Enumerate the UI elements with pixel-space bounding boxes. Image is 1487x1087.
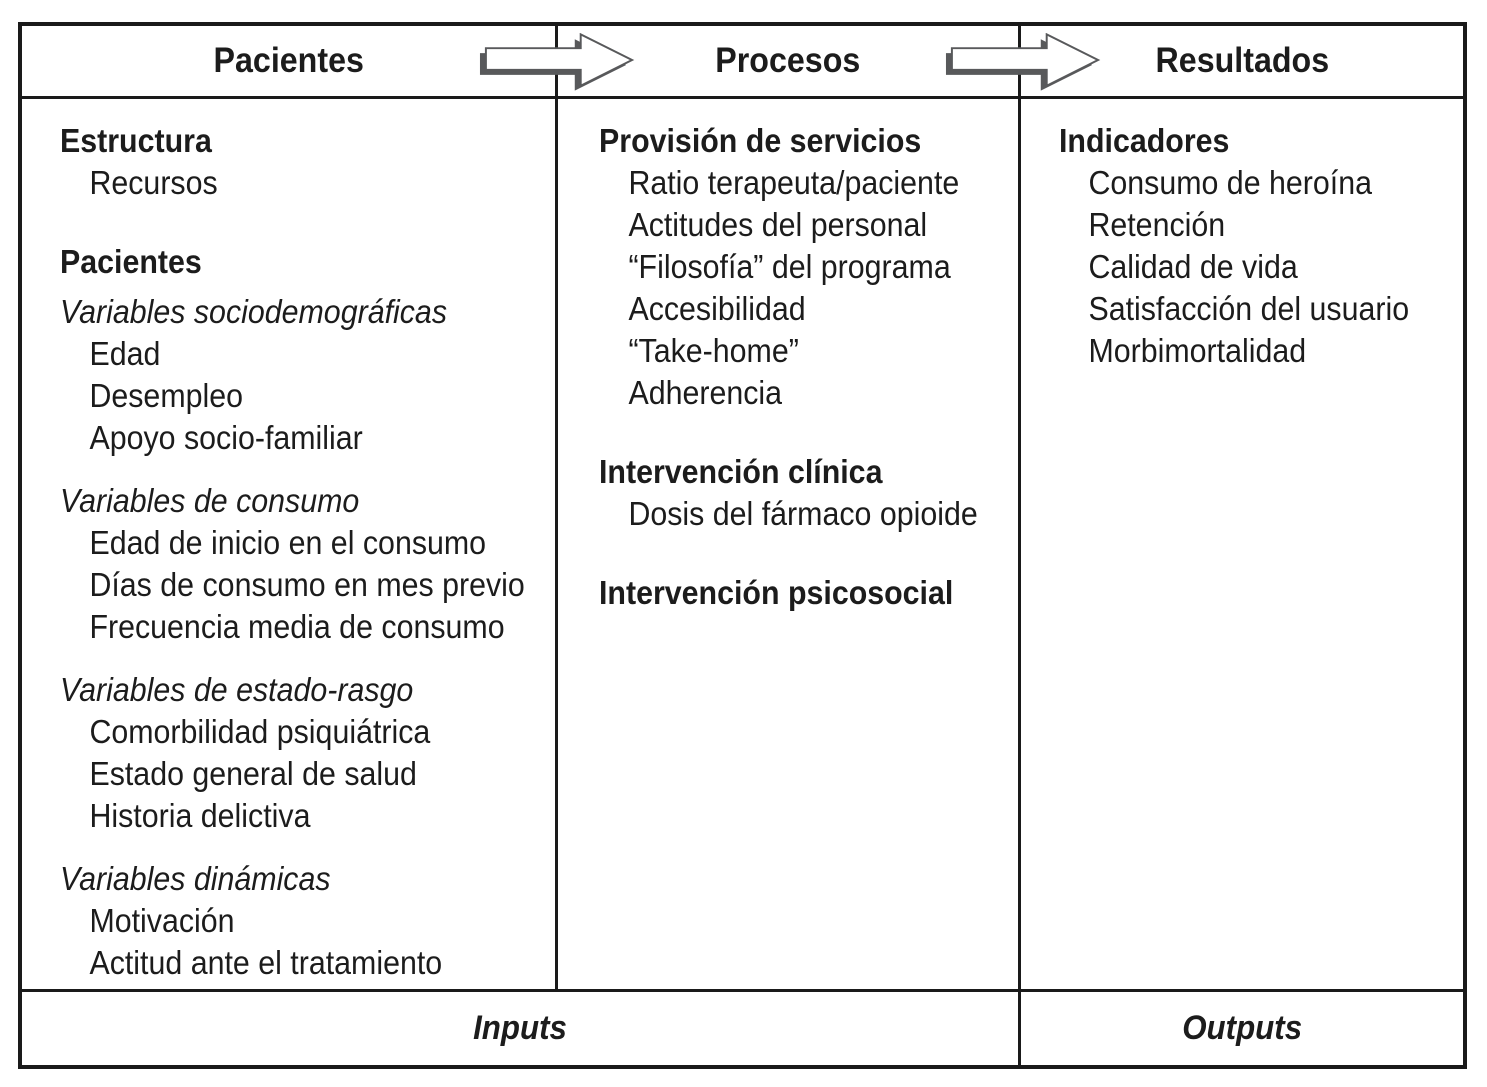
list-item: Consumo de heroína (1088, 164, 1372, 201)
column-header-label: Procesos (715, 41, 861, 80)
section-title: Indicadores (1059, 122, 1230, 159)
list-item: Morbimortalidad (1088, 332, 1307, 369)
section-title: Variables sociodemográficas (60, 293, 448, 330)
section-title: Variables dinámicas (60, 860, 331, 897)
list-item: Edad de inicio en el consumo (89, 524, 487, 561)
body-column-resultados: Indicadores Consumo de heroína Retención… (1021, 99, 1463, 989)
body-column-procesos: Provisión de servicios Ratio terapeuta/p… (558, 99, 1021, 989)
figure-table: Pacientes Procesos Resultados Estructura… (18, 22, 1467, 1069)
list-item: Desempleo (89, 377, 244, 414)
section-provision-de-servicios: Provisión de servicios Ratio terapeuta/p… (599, 120, 1018, 414)
column-header-procesos: Procesos (558, 26, 1021, 99)
footer-outputs: Outputs (1021, 989, 1463, 1065)
footer-inputs: Inputs (22, 989, 1021, 1065)
section-variables-de-consumo: Variables de consumo Edad de inicio en e… (60, 480, 555, 648)
column-header-pacientes: Pacientes (22, 26, 558, 99)
inputs-label: Inputs (473, 1009, 567, 1047)
section-variables-dinamicas: Variables dinámicas Motivación Actitud a… (60, 858, 555, 984)
list-item: Frecuencia media de consumo (89, 608, 505, 645)
list-item: Días de consumo en mes previo (89, 566, 525, 603)
body-column-pacientes: Estructura Recursos Pacientes Variables … (22, 99, 558, 989)
section-title: Estructura (60, 122, 212, 159)
list-item: Motivación (89, 902, 235, 939)
list-item: “Filosofía” del programa (628, 248, 951, 285)
section-variables-sociodemograficas: Variables sociodemográficas Edad Desempl… (60, 291, 555, 459)
flow-arrow-icon (479, 33, 635, 91)
list-item: Dosis del fármaco opioide (628, 495, 978, 532)
list-item: Satisfacción del usuario (1088, 290, 1410, 327)
list-item: Actitud ante el tratamiento (89, 944, 443, 981)
list-item: Edad (89, 335, 161, 372)
list-item: Comorbilidad psiquiátrica (89, 713, 431, 750)
section-title: Intervención psicosocial (599, 574, 954, 611)
list-item: Calidad de vida (1088, 248, 1298, 285)
list-item: Retención (1088, 206, 1226, 243)
column-header-label: Resultados (1155, 41, 1329, 80)
list-item: “Take-home” (628, 332, 799, 369)
section-pacientes: Pacientes (60, 241, 555, 283)
flow-arrow-icon (945, 33, 1101, 91)
outputs-label: Outputs (1182, 1009, 1302, 1047)
list-item: Actitudes del personal (628, 206, 928, 243)
section-intervencion-psicosocial: Intervención psicosocial (599, 572, 1018, 614)
list-item: Estado general de salud (89, 755, 417, 792)
section-estructura: Estructura Recursos (60, 120, 555, 204)
section-indicadores: Indicadores Consumo de heroína Retención… (1059, 120, 1463, 372)
list-item: Apoyo socio-familiar (89, 419, 363, 456)
list-item: Adherencia (628, 374, 783, 411)
column-header-label: Pacientes (213, 41, 364, 80)
list-item: Historia delictiva (89, 797, 311, 834)
section-title: Variables de consumo (60, 482, 360, 519)
section-title: Intervención clínica (599, 453, 883, 490)
list-item: Recursos (89, 164, 218, 201)
list-item: Accesibilidad (628, 290, 806, 327)
section-intervencion-clinica: Intervención clínica Dosis del fármaco o… (599, 451, 1018, 535)
section-title: Pacientes (60, 243, 202, 280)
section-title: Provisión de servicios (599, 122, 922, 159)
list-item: Ratio terapeuta/paciente (628, 164, 960, 201)
section-title: Variables de estado-rasgo (60, 671, 414, 708)
section-variables-estado-rasgo: Variables de estado-rasgo Comorbilidad p… (60, 669, 555, 837)
column-header-resultados: Resultados (1021, 26, 1463, 99)
